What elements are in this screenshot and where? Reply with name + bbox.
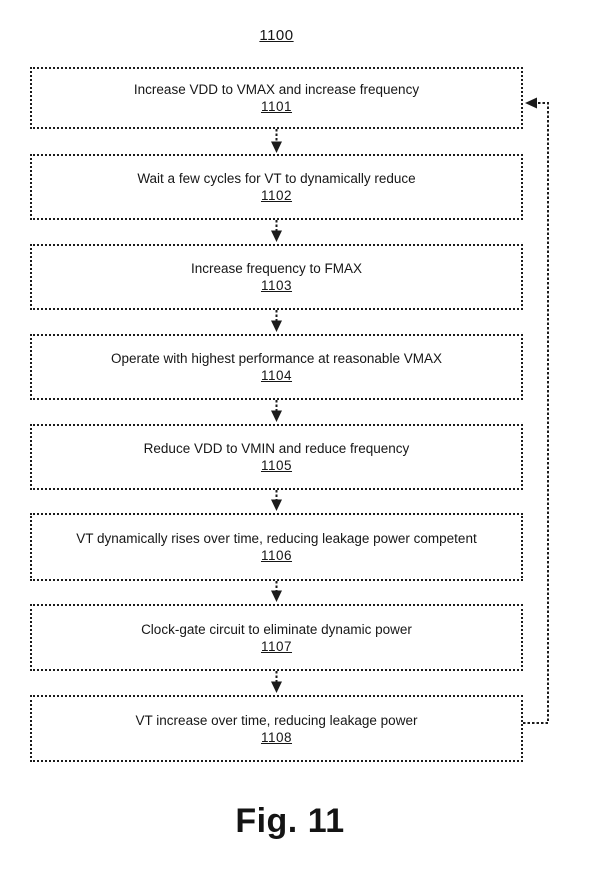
diagram-reference-label: 1100: [259, 27, 294, 44]
down-arrow-icon: [271, 590, 282, 602]
flow-step-1105: Reduce VDD to VMIN and reduce frequency …: [30, 424, 523, 490]
down-arrow-icon: [271, 410, 282, 422]
feedback-loop-line-1108-1101: [523, 102, 549, 724]
step-label: VT dynamically rises over time, reducing…: [76, 531, 477, 546]
down-arrow-icon: [271, 230, 282, 242]
flow-step-1108: VT increase over time, reducing leakage …: [30, 695, 523, 762]
step-label: Clock-gate circuit to eliminate dynamic …: [141, 621, 412, 637]
step-label: VT increase over time, reducing leakage …: [135, 712, 418, 728]
left-arrow-icon: [525, 97, 537, 109]
flow-step-1107: Clock-gate circuit to eliminate dynamic …: [30, 604, 523, 671]
down-arrow-icon: [271, 320, 282, 332]
flow-step-1104: Operate with highest performance at reas…: [30, 334, 523, 400]
step-label: Operate with highest performance at reas…: [111, 351, 442, 366]
step-ref: 1101: [260, 99, 293, 114]
step-ref: 1102: [260, 188, 293, 203]
flow-step-1103: Increase frequency to FMAX 1103: [30, 244, 523, 310]
figure-caption: Fig. 11: [235, 802, 345, 840]
flow-step-1102: Wait a few cycles for VT to dynamically …: [30, 154, 523, 220]
down-arrow-icon: [271, 499, 282, 511]
step-label: Increase VDD to VMAX and increase freque…: [133, 82, 420, 97]
step-ref: 1107: [260, 638, 293, 654]
step-label: Increase frequency to FMAX: [190, 261, 363, 276]
step-ref: 1106: [260, 548, 293, 563]
down-arrow-icon: [271, 681, 282, 693]
step-ref: 1108: [260, 729, 293, 745]
step-ref: 1104: [260, 368, 293, 383]
down-arrow-icon: [271, 141, 282, 153]
flow-step-1106: VT dynamically rises over time, reducing…: [30, 513, 523, 581]
step-label: Reduce VDD to VMIN and reduce frequency: [143, 441, 410, 456]
flow-step-1101: Increase VDD to VMAX and increase freque…: [30, 67, 523, 129]
step-label: Wait a few cycles for VT to dynamically …: [137, 171, 416, 186]
step-ref: 1103: [260, 278, 293, 293]
step-ref: 1105: [260, 458, 293, 473]
